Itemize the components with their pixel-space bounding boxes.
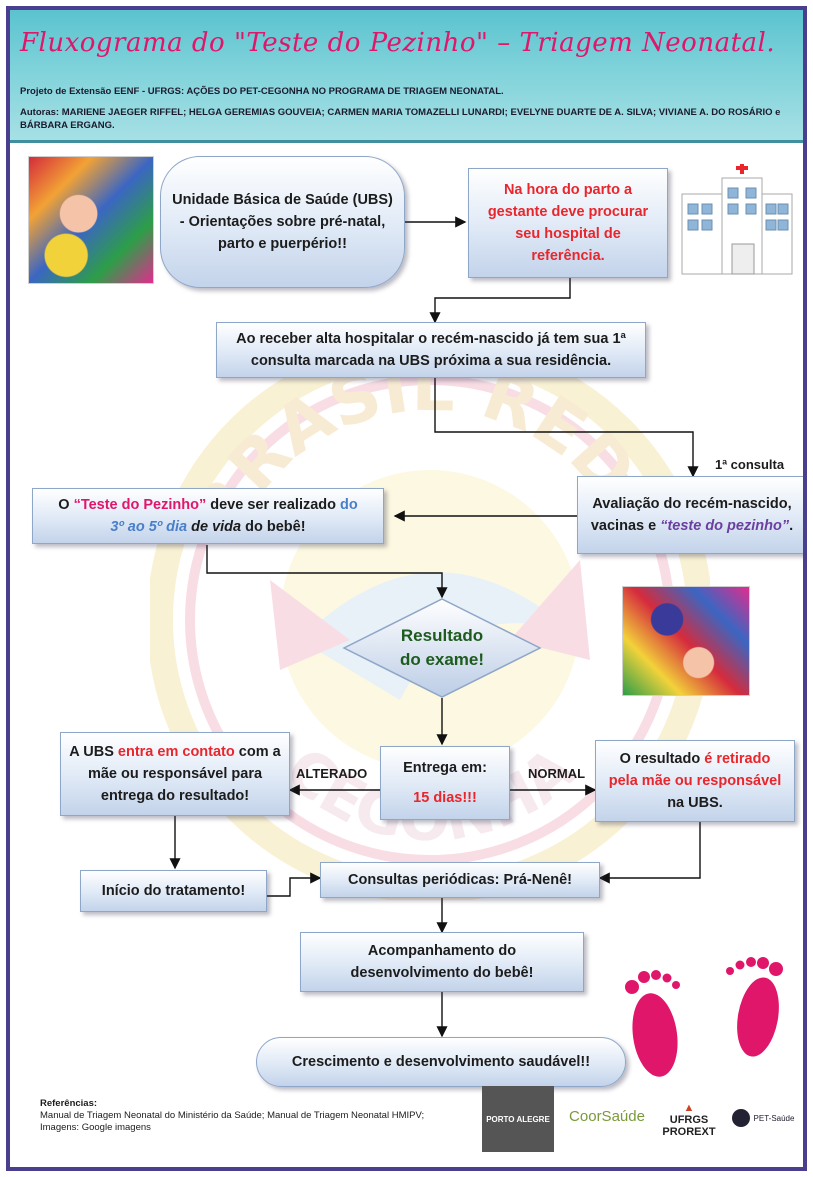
delivery-days: 15 dias!!!	[413, 790, 477, 806]
coorsaude-logo: CoorSaúde	[569, 1107, 645, 1125]
ubs-contact-text: A UBS entra em contato com a mãe ou resp…	[69, 744, 281, 804]
references: Referências: Manual de Triagem Neonatal …	[40, 1098, 424, 1134]
treatment-start-text: Início do tratamento!	[101, 883, 246, 899]
discharge-node: Ao receber alta hospitalar o recém-nasci…	[216, 322, 646, 378]
normal-label: NORMAL	[528, 766, 586, 781]
treatment-start-node: Início do tratamento!	[80, 870, 267, 912]
result-pickup-node: O resultado é retirado pela mãe ou respo…	[595, 740, 795, 822]
evaluation-text: Avaliação do recém-nascido, vacinas e “t…	[590, 496, 794, 534]
mother-baby-art-image	[28, 156, 154, 284]
periodic-consults-text: Consultas periódicas: Prá-Nenê!	[348, 872, 572, 888]
periodic-consults-node: Consultas periódicas: Prá-Nenê!	[320, 862, 600, 898]
sleeping-baby-art-image	[622, 586, 750, 696]
altered-label: ALTERADO	[296, 766, 368, 781]
result-decision-text: Resultado do exame!	[399, 626, 485, 669]
authors-line: Autoras: MARIENE JAEGER RIFFEL; HELGA GE…	[20, 107, 781, 131]
baby-footprints-icon	[625, 957, 783, 1077]
result-decision-diamond	[342, 598, 542, 698]
development-followup-node: Acompanhamento do desenvolvimento do beb…	[300, 932, 584, 992]
pet-saude-logo: PET-Saúde	[726, 1098, 800, 1138]
ubs-contact-node: A UBS entra em contato com a mãe ou resp…	[60, 732, 290, 816]
result-pickup-text: O resultado é retirado pela mãe ou respo…	[608, 751, 782, 811]
delivery-node: Entrega em: 15 dias!!!	[380, 746, 510, 820]
ufrgs-prorext-logo: ▲ UFRGS PROREXT	[662, 1102, 716, 1138]
poster-frame: Fluxograma do "Teste do Pezinho" – Triag…	[6, 6, 807, 1171]
healthy-growth-node: Crescimento e desenvolvimento saudável!!	[256, 1037, 626, 1087]
references-heading: Referências:	[40, 1098, 98, 1109]
poster-title: Fluxograma do "Teste do Pezinho" – Triag…	[20, 28, 776, 58]
development-followup-text: Acompanhamento do desenvolvimento do beb…	[350, 943, 534, 981]
hospital-text: Na hora do parto a gestante deve procura…	[487, 182, 649, 264]
evaluation-node: Avaliação do recém-nascido, vacinas e “t…	[577, 476, 803, 554]
heel-test-text: O “Teste do Pezinho” deve ser realizado …	[58, 497, 358, 535]
header: Fluxograma do "Teste do Pezinho" – Triag…	[10, 10, 803, 143]
references-line-2: Imagens: Google imagens	[40, 1122, 151, 1133]
hospital-building-icon	[681, 164, 793, 275]
heel-test-node: O “Teste do Pezinho” deve ser realizado …	[32, 488, 384, 544]
project-subtitle: Projeto de Extensão EENF - UFRGS: AÇÕES …	[20, 86, 504, 97]
delivery-label: Entrega em:	[403, 760, 487, 776]
healthy-growth-text: Crescimento e desenvolvimento saudável!!	[291, 1054, 591, 1070]
ubs-orientation-node: Unidade Básica de Saúde (UBS) - Orientaç…	[160, 156, 405, 288]
hospital-node: Na hora do parto a gestante deve procura…	[468, 168, 668, 278]
references-line-1: Manual de Triagem Neonatal do Ministério…	[40, 1110, 425, 1121]
porto-alegre-logo: PORTO ALEGRE	[482, 1086, 554, 1152]
ubs-orientation-text: Unidade Básica de Saúde (UBS) - Orientaç…	[172, 192, 393, 252]
discharge-text: Ao receber alta hospitalar o recém-nasci…	[236, 331, 626, 369]
first-consultation-label: 1ª consulta	[715, 457, 785, 472]
